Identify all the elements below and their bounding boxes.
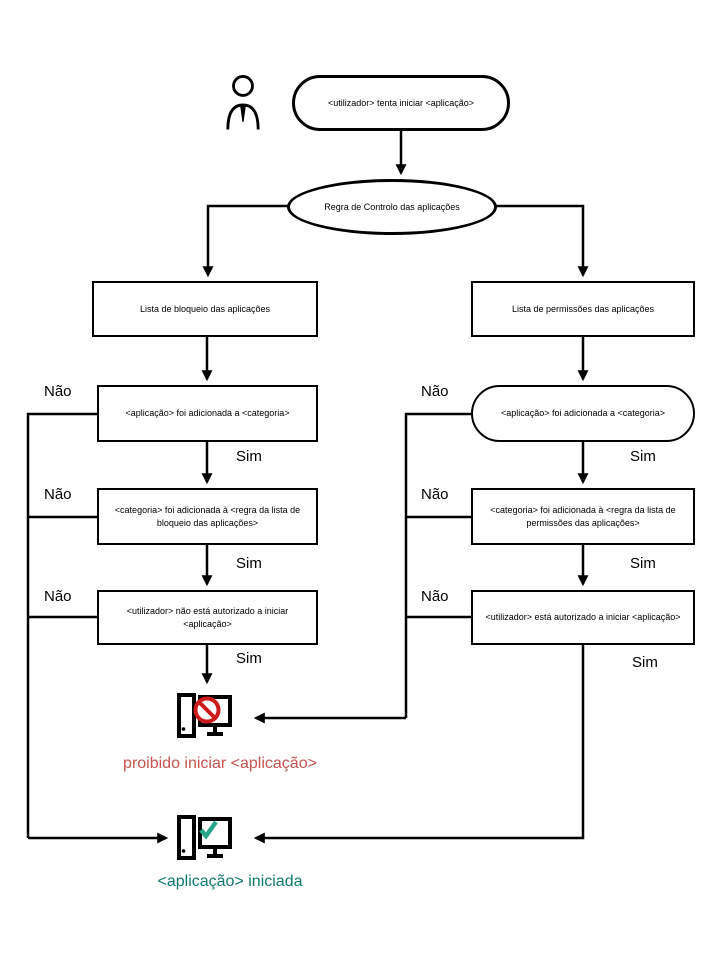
node-blocklist: Lista de bloqueio das aplicações bbox=[92, 281, 318, 337]
edge-label-yes-block-2: Sim bbox=[236, 555, 262, 572]
computer-blocked-icon bbox=[176, 688, 232, 742]
node-blocklist-step3-label: <utilizador> não está autorizado a inici… bbox=[126, 605, 289, 629]
edge-label-no-block-1: Não bbox=[44, 383, 72, 400]
node-allowlist-step2: <categoria> foi adicionada à <regra da l… bbox=[471, 488, 695, 545]
node-allowlist-label: Lista de permissões das aplicações bbox=[511, 303, 655, 314]
node-rule: Regra de Controlo das aplicações bbox=[287, 179, 497, 235]
node-rule-label: Regra de Controlo das aplicações bbox=[324, 201, 460, 212]
node-blocklist-step3: <utilizador> não está autorizado a inici… bbox=[97, 590, 318, 645]
edge-label-no-allow-1: Não bbox=[421, 383, 449, 400]
edge-label-yes-block-3: Sim bbox=[236, 650, 262, 667]
node-allowlist-step1: <aplicação> foi adicionada a <categoria> bbox=[471, 385, 695, 442]
node-allowlist-step1-label: <aplicação> foi adicionada a <categoria> bbox=[500, 408, 666, 419]
outcome-started-label: <aplicação> iniciada bbox=[157, 873, 303, 890]
node-blocklist-step1: <aplicação> foi adicionada a <categoria> bbox=[97, 385, 318, 442]
node-allowlist-step3-label: <utilizador> está autorizado a iniciar <… bbox=[485, 612, 681, 623]
outcome-blocked-label: proibido iniciar <aplicação> bbox=[123, 755, 317, 772]
edge-label-no-allow-2: Não bbox=[421, 486, 449, 503]
edge-label-no-block-3: Não bbox=[44, 588, 72, 605]
edge-label-yes-allow-3: Sim bbox=[632, 654, 658, 671]
node-blocklist-step1-label: <aplicação> foi adicionada a <categoria> bbox=[125, 408, 290, 419]
node-allowlist-step2-label: <categoria> foi adicionada à <regra da l… bbox=[490, 504, 676, 528]
node-blocklist-label: Lista de bloqueio das aplicações bbox=[139, 303, 271, 314]
node-start: <utilizador> tenta iniciar <aplicação> bbox=[292, 75, 510, 131]
node-allowlist-step3: <utilizador> está autorizado a iniciar <… bbox=[471, 590, 695, 645]
edge-label-yes-allow-2: Sim bbox=[630, 555, 656, 572]
node-blocklist-step2-label: <categoria> foi adicionada à <regra da l… bbox=[114, 504, 301, 528]
node-blocklist-step2: <categoria> foi adicionada à <regra da l… bbox=[97, 488, 318, 545]
edge-label-no-block-2: Não bbox=[44, 486, 72, 503]
edge-label-no-allow-3: Não bbox=[421, 588, 449, 605]
user-icon bbox=[225, 74, 261, 132]
edge-label-yes-block-1: Sim bbox=[236, 448, 262, 465]
node-allowlist: Lista de permissões das aplicações bbox=[471, 281, 695, 337]
edge-label-yes-allow-1: Sim bbox=[630, 448, 656, 465]
node-start-label: <utilizador> tenta iniciar <aplicação> bbox=[327, 97, 475, 108]
computer-started-icon bbox=[176, 810, 232, 864]
